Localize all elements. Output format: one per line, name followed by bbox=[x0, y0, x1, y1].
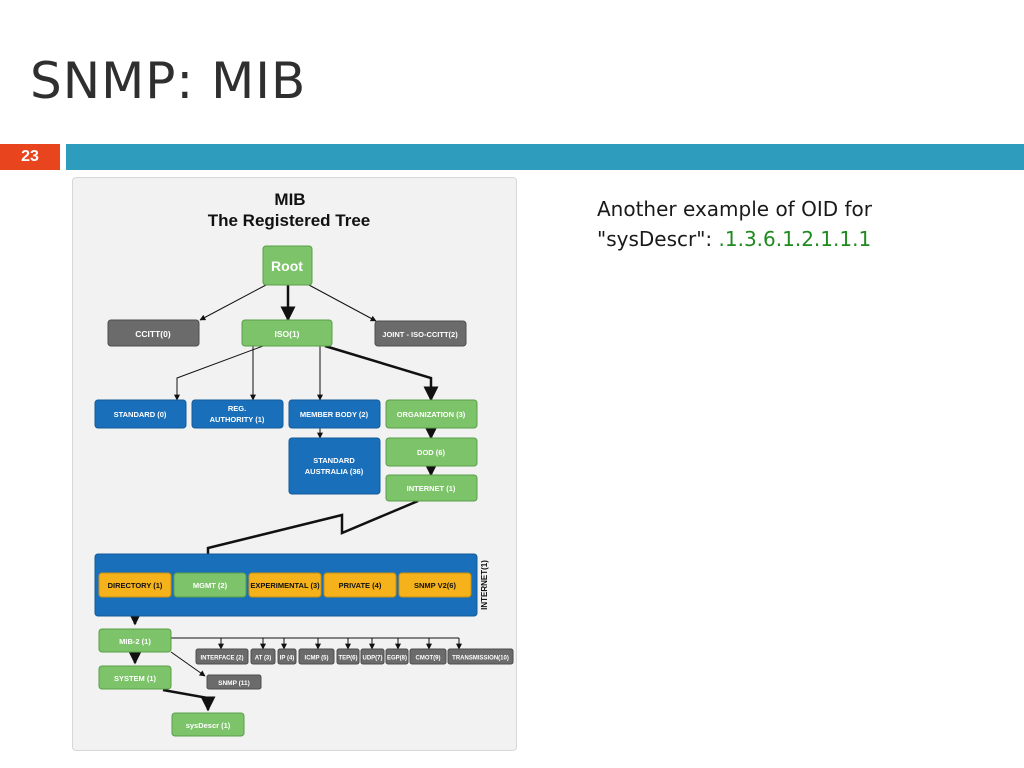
node-snmpv2: SNMP V2(6) bbox=[398, 572, 472, 598]
svg-text:SYSTEM (1): SYSTEM (1) bbox=[114, 674, 157, 683]
svg-text:TEP(6): TEP(6) bbox=[338, 656, 357, 662]
node-at: AT (3) bbox=[250, 648, 276, 665]
mib-tree-diagram: MIB The Registered Tree bbox=[72, 177, 517, 751]
mib2-children-row: INTERFACE (2) AT (3) IP (4) ICMP (5) TEP… bbox=[195, 648, 514, 665]
node-ip: IP (4) bbox=[277, 648, 297, 665]
svg-text:DOD (6): DOD (6) bbox=[417, 448, 445, 457]
node-joint-iso-ccitt: JOINT - ISO-CCITT(2) bbox=[374, 320, 467, 347]
svg-text:UDP(7): UDP(7) bbox=[362, 656, 382, 662]
node-udp: UDP(7) bbox=[360, 648, 385, 665]
svg-text:EGP(8): EGP(8) bbox=[387, 656, 407, 662]
svg-text:AUSTRALIA (36): AUSTRALIA (36) bbox=[305, 467, 364, 476]
node-sysdescr: sysDescr (1) bbox=[171, 712, 245, 737]
svg-text:SNMP V2(6): SNMP V2(6) bbox=[414, 581, 456, 590]
diagram-subtitle: The Registered Tree bbox=[208, 211, 371, 230]
svg-text:STANDARD: STANDARD bbox=[313, 456, 355, 465]
svg-text:SNMP (11): SNMP (11) bbox=[218, 680, 250, 687]
oid-example-prefix: Another example of OID for "sysDescr": bbox=[597, 197, 872, 251]
svg-text:ISO(1): ISO(1) bbox=[274, 329, 299, 339]
node-reg-authority: REG. AUTHORITY (1) bbox=[191, 399, 284, 429]
node-tep: TEP(6) bbox=[336, 648, 360, 665]
svg-text:MGMT (2): MGMT (2) bbox=[193, 581, 228, 590]
node-snmp: SNMP (11) bbox=[206, 674, 262, 690]
node-system: SYSTEM (1) bbox=[98, 665, 172, 690]
node-icmp: ICMP (5) bbox=[298, 648, 335, 665]
svg-text:CCITT(0): CCITT(0) bbox=[135, 329, 171, 339]
diagram-title: MIB bbox=[274, 190, 305, 209]
svg-text:EXPERIMENTAL (3): EXPERIMENTAL (3) bbox=[250, 581, 320, 590]
svg-text:MIB-2 (1): MIB-2 (1) bbox=[119, 637, 151, 646]
slide-title: SNMP: MIB bbox=[30, 52, 307, 110]
svg-text:sysDescr (1): sysDescr (1) bbox=[186, 721, 231, 730]
svg-text:AUTHORITY (1): AUTHORITY (1) bbox=[210, 415, 265, 424]
svg-text:CMOT(9): CMOT(9) bbox=[416, 656, 441, 662]
node-standard: STANDARD (0) bbox=[94, 399, 187, 429]
node-root: Root bbox=[262, 245, 313, 286]
node-experimental: EXPERIMENTAL (3) bbox=[248, 572, 322, 598]
node-mgmt: MGMT (2) bbox=[173, 572, 247, 598]
node-internet: INTERNET (1) bbox=[385, 474, 478, 502]
oid-example-note: Another example of OID for "sysDescr": .… bbox=[597, 194, 917, 254]
svg-text:DIRECTORY (1): DIRECTORY (1) bbox=[108, 581, 163, 590]
slide-number-badge: 23 bbox=[0, 144, 60, 170]
node-standard-australia: STANDARD AUSTRALIA (36) bbox=[288, 437, 381, 495]
node-ccitt: CCITT(0) bbox=[107, 319, 200, 347]
svg-text:AT (3): AT (3) bbox=[255, 656, 272, 662]
node-dod: DOD (6) bbox=[385, 437, 478, 467]
node-directory: DIRECTORY (1) bbox=[98, 572, 172, 598]
svg-text:INTERNET (1): INTERNET (1) bbox=[407, 484, 456, 493]
svg-text:REG.: REG. bbox=[228, 404, 246, 413]
node-interface: INTERFACE (2) bbox=[195, 648, 249, 665]
svg-text:PRIVATE (4): PRIVATE (4) bbox=[339, 581, 382, 590]
internet-vertical-label: INTERNET(1) bbox=[480, 560, 489, 610]
node-mib2: MIB-2 (1) bbox=[98, 628, 172, 653]
svg-text:TRANSMISSION(10): TRANSMISSION(10) bbox=[452, 656, 509, 662]
svg-text:Root: Root bbox=[271, 258, 303, 274]
svg-text:INTERFACE (2): INTERFACE (2) bbox=[200, 656, 243, 662]
node-egp: EGP(8) bbox=[385, 648, 409, 665]
oid-value: .1.3.6.1.2.1.1.1 bbox=[718, 227, 872, 251]
mib-tree-svg: MIB The Registered Tree bbox=[94, 190, 514, 737]
node-organization: ORGANIZATION (3) bbox=[385, 399, 478, 429]
svg-text:ORGANIZATION (3): ORGANIZATION (3) bbox=[397, 410, 466, 419]
node-cmot: CMOT(9) bbox=[409, 648, 447, 665]
svg-text:IP (4): IP (4) bbox=[280, 656, 295, 662]
node-member-body: MEMBER BODY (2) bbox=[288, 399, 381, 429]
svg-text:STANDARD (0): STANDARD (0) bbox=[114, 410, 167, 419]
node-transmission: TRANSMISSION(10) bbox=[447, 648, 514, 665]
title-divider-bar bbox=[66, 144, 1024, 170]
svg-text:JOINT - ISO-CCITT(2): JOINT - ISO-CCITT(2) bbox=[382, 330, 458, 339]
svg-text:MEMBER BODY (2): MEMBER BODY (2) bbox=[300, 410, 369, 419]
node-iso: ISO(1) bbox=[241, 319, 333, 347]
node-private: PRIVATE (4) bbox=[323, 572, 397, 598]
svg-text:ICMP (5): ICMP (5) bbox=[305, 656, 329, 662]
